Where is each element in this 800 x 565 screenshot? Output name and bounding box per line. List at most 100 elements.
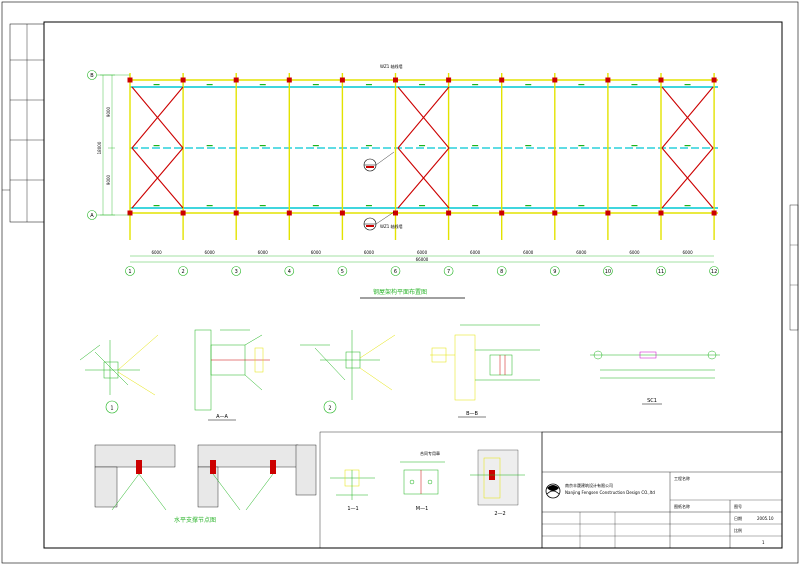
column-base [605,210,611,216]
member-mark [684,205,691,207]
axis-number-label: 7 [447,269,450,275]
member-mark [578,145,585,147]
detail-section-a-a [194,329,270,411]
company-name-cn: 南京丰晟建筑设计有限公司 [565,482,613,488]
column-base [446,210,452,216]
detail-tie-rod-sc1 [590,350,720,379]
total-dimension: 66000 [416,257,429,262]
axis-number-label: 9 [553,269,556,275]
company-name-en: Nanjing Fengsen Construction Design CO.,… [565,490,655,495]
vertical-dimensions [100,74,115,216]
detail-sc1-label: SC1 [647,398,657,404]
axis-number-label: 4 [288,269,291,275]
vertical-dim-total: 18000 [97,141,102,154]
member-mark [153,205,160,207]
member-mark [259,205,266,207]
horizontal-support-details [94,444,317,511]
plan-columns [127,73,717,240]
column-base [286,77,292,83]
column-base [605,77,611,83]
roof-structure-plan: WZ1 轴线墙 WZ1 轴线墙 B A [87,63,719,299]
axis-bubble: 10 [603,266,613,276]
scale-label: 比例 [734,527,742,533]
member-mark [578,84,585,86]
member-mark [684,145,691,147]
column-base [393,77,398,83]
axis-bubble: 7 [443,266,454,276]
axis-bubble: 2 [178,266,188,276]
section-callout-icon [363,151,395,172]
wall-label-bottom: WZ1 轴线墙 [380,223,403,229]
member-mark [578,205,585,207]
member-mark [472,205,479,207]
member-mark [525,84,532,86]
member-mark [472,84,479,86]
axis-number-label: 5 [341,269,344,275]
detail-1-1-label: 1—1 [347,506,358,512]
bay-dimension: 6000 [523,250,534,255]
axis-number-label: 10 [605,269,611,275]
detail-section-2-2 [470,449,525,506]
bay-dimension: 6000 [576,250,587,255]
signature-block [319,431,543,549]
detail-m-1-label: M—1 [416,506,429,512]
member-mark [631,205,638,207]
bay-dimension: 6000 [151,250,162,255]
column-base [127,210,133,216]
axis-number-label: 6 [394,269,397,275]
detail-2-label: 2 [328,406,331,412]
swirl-logo-icon [545,483,561,499]
member-mark [312,84,319,86]
member-mark [419,84,426,86]
axis-bubble: 6 [390,266,401,276]
left-binding-strip [2,23,45,223]
detail-1-label: 1 [110,406,113,412]
bay-dimension: 6000 [205,250,216,255]
drawing-no-label: 图号 [734,503,742,509]
member-mark [472,145,479,147]
detail-a-a-label: A—A [216,414,228,420]
vertical-dim-part-2: 9000 [106,174,111,185]
axis-number-label: 11 [658,269,664,275]
column-base [552,77,558,83]
plan-title: 钢屋架构平面布置图 [373,288,427,296]
detail-section-m-1 [400,461,445,495]
sheet-label: 图纸名称 [674,503,690,509]
horizontal-dimensions [130,255,714,263]
member-mark [365,145,372,147]
bay-dimension: 6000 [470,250,481,255]
column-base [711,210,717,216]
svg-text:B: B [90,73,94,79]
drawing-frame [43,21,783,549]
member-mark [259,84,266,86]
bottom-detail-title: 水平支撑节点图 [174,516,216,524]
vertical-dim-part-1: 9000 [106,106,111,117]
axis-bubble: 1 [125,266,135,276]
member-mark [631,84,638,86]
axis-bubble: 12 [709,266,719,276]
axis-bubble: 11 [656,266,666,276]
column-base [180,210,186,216]
column-base [339,210,345,216]
detail-section-b-b [430,324,540,401]
axis-bubble: 5 [337,266,348,276]
axis-bubble: 8 [496,266,507,276]
member-mark [153,145,160,147]
column-base [552,210,558,216]
detail-2-2-label: 2—2 [494,511,505,517]
bay-dimension: 6000 [364,250,375,255]
column-base [393,210,398,216]
column-base [233,77,239,83]
column-base [339,77,345,83]
bay-dimension: 6000 [682,250,693,255]
detail-b-b-label: B—B [466,411,478,417]
bay-dimension: 6000 [258,250,269,255]
column-base [446,77,452,83]
member-mark [365,84,372,86]
axis-number-label: 12 [711,269,717,275]
member-mark [312,145,319,147]
column-base [711,77,717,83]
column-base [233,210,239,216]
revision-value: 1 [762,540,765,545]
